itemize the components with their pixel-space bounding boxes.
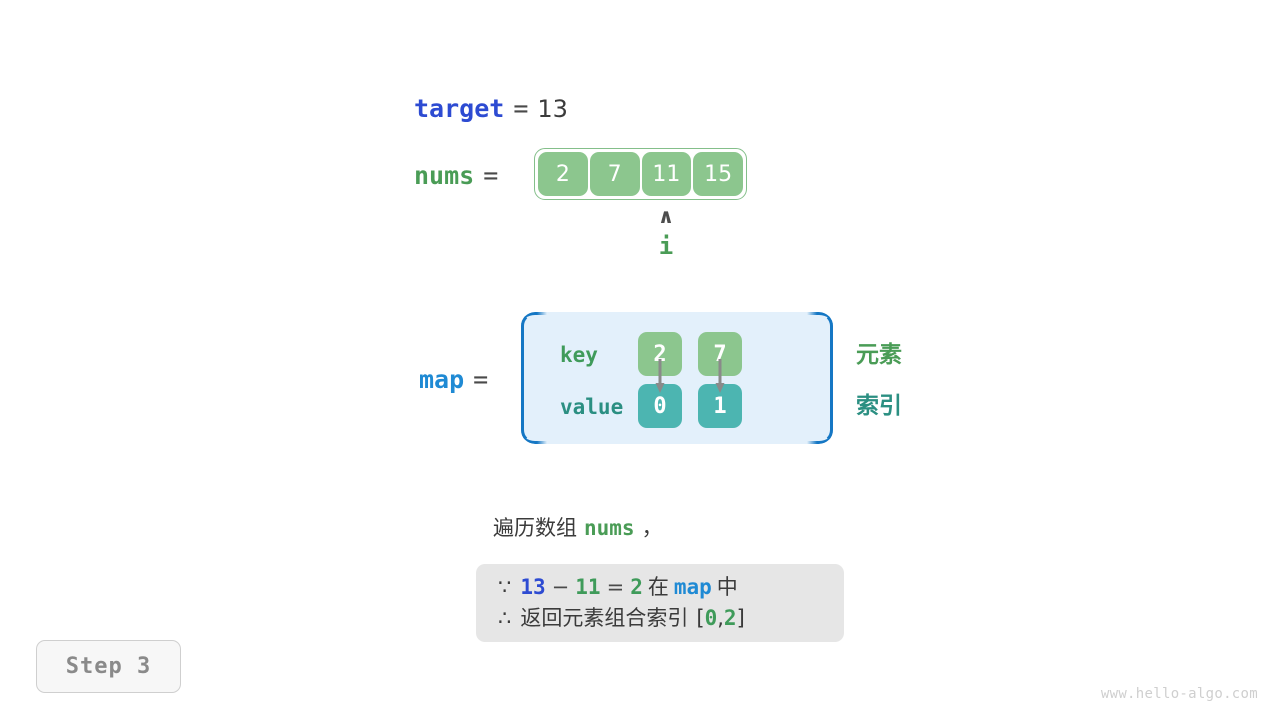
map-value-row-label: value	[560, 395, 624, 419]
step-badge: Step 3	[36, 640, 181, 693]
explanation-answer-comma: ,	[717, 606, 724, 630]
target-equals-sign: =	[513, 94, 529, 123]
nums-declaration: nums =	[414, 159, 498, 192]
explanation-map-word: map	[673, 575, 712, 599]
nums-cell-0: 2	[538, 152, 588, 196]
explanation-answer-index-0: 0	[704, 606, 718, 630]
therefore-symbol: ∴	[498, 606, 512, 630]
explanation-equals: =	[606, 575, 625, 599]
because-symbol: ∵	[498, 575, 512, 599]
watermark: www.hello-algo.com	[1100, 686, 1258, 702]
explanation-bracket-close: ]	[736, 606, 745, 630]
nums-cell-1: 7	[589, 152, 640, 196]
explanation-answer-index-1: 2	[723, 606, 737, 630]
explanation-within-word: 中	[716, 575, 738, 599]
caption-prefix: 遍历数组	[493, 516, 577, 540]
target-variable-name: target	[414, 94, 505, 123]
nums-cell-3: 15	[693, 152, 743, 196]
map-key-cell-1: 7	[698, 332, 742, 376]
explanation-bracket-open: [	[696, 606, 705, 630]
map-key-cell-0: 2	[638, 332, 682, 376]
explanation-operand-b: 11	[575, 575, 601, 599]
nums-array: 2 7 11 15	[534, 148, 747, 200]
caption-text: 遍历数组 nums，	[493, 514, 663, 542]
nums-variable-name: nums	[414, 161, 475, 190]
map-equals-sign: =	[473, 365, 489, 394]
pointer-index-label: i	[658, 232, 674, 260]
nums-equals-sign: =	[483, 161, 499, 190]
legend-index-label: 索引	[856, 393, 902, 419]
legend-element-label: 元素	[856, 342, 902, 368]
target-value: 13	[537, 95, 568, 123]
hash-map-container: key value 2 7 0 1	[521, 312, 833, 444]
explanation-result: 2	[630, 575, 643, 599]
pointer-caret-icon: ∧	[657, 204, 675, 228]
caption-code-nums: nums	[584, 516, 635, 540]
map-key-row-label: key	[560, 343, 598, 367]
map-declaration: map =	[419, 363, 488, 396]
target-declaration: target = 13	[414, 92, 568, 126]
caption-suffix: ，	[641, 516, 663, 540]
explanation-minus: −	[551, 575, 570, 599]
map-value-cell-1: 1	[698, 384, 742, 428]
nums-cell-2: 11	[641, 152, 692, 196]
map-value-cell-0: 0	[638, 384, 682, 428]
explanation-operand-a: 13	[520, 575, 546, 599]
map-variable-name: map	[419, 365, 465, 394]
explanation-in-word: 在	[647, 575, 669, 599]
explanation-line-2: ∴ 返回元素组合索引 [0,2]	[498, 603, 822, 634]
explanation-return-text: 返回元素组合索引	[520, 606, 689, 630]
